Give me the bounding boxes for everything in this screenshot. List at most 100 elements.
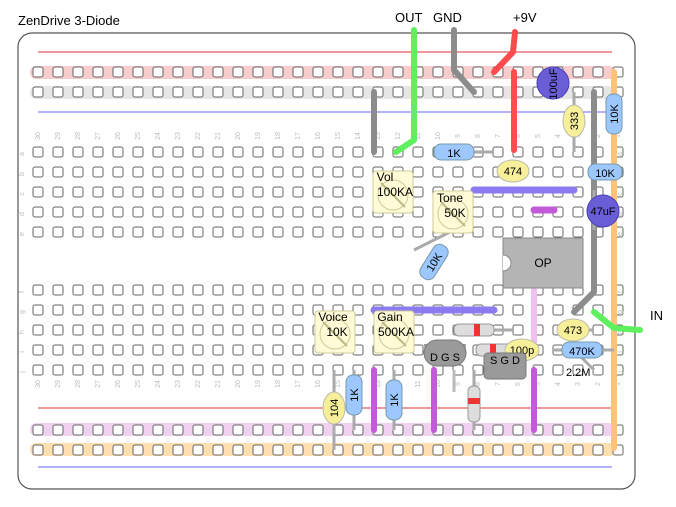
breadboard-hole: [532, 444, 544, 456]
breadboard-hole: [452, 424, 464, 436]
opamp-label: OP: [534, 256, 551, 270]
breadboard-hole: [52, 66, 64, 78]
breadboard-hole: [192, 226, 204, 238]
electrolytic-47uf[interactable]: 47uF: [586, 194, 620, 228]
in-wire[interactable]: [591, 309, 643, 333]
breadboard-hole: [312, 166, 324, 178]
breadboard-hole: [172, 66, 184, 78]
cap-333-label: 333: [569, 112, 581, 130]
resistor-10k-small[interactable]: 10K: [587, 163, 623, 181]
breadboard-hole: [252, 284, 264, 296]
column-number: 25: [135, 380, 142, 388]
breadboard-hole: [132, 324, 144, 336]
breadboard-hole: [252, 344, 264, 356]
breadboard-hole: [472, 284, 484, 296]
breadboard-hole: [272, 66, 284, 78]
electrolytic-100uf[interactable]: 100uF: [536, 66, 570, 100]
column-number: 5: [535, 382, 542, 386]
resistor-1k-top[interactable]: 1K: [433, 143, 475, 161]
breadboard-hole: [352, 86, 364, 98]
breadboard-hole: [112, 166, 124, 178]
jfet-left[interactable]: D G S: [423, 339, 467, 367]
breadboard-hole: [212, 344, 224, 356]
breadboard-hole: [132, 444, 144, 456]
column-number: 4: [555, 134, 562, 138]
r-10k-small-label: 10K: [595, 168, 615, 180]
breadboard-hole: [152, 166, 164, 178]
breadboard-hole: [552, 226, 564, 238]
breadboard-hole: [232, 226, 244, 238]
capacitor-333[interactable]: 333: [562, 104, 586, 138]
column-number: 18: [275, 132, 282, 140]
breadboard-hole: [32, 324, 44, 336]
column-number: 23: [175, 380, 182, 388]
resistor-470k[interactable]: 470K: [561, 341, 603, 359]
breadboard-hole: [412, 166, 424, 178]
jfet-right[interactable]: S G D: [483, 352, 527, 380]
breadboard-hole: [112, 146, 124, 158]
breadboard-hole: [172, 206, 184, 218]
breadboard-hole: [32, 424, 44, 436]
capacitor-104[interactable]: 104: [322, 391, 346, 425]
row-letter: i: [19, 351, 26, 353]
resistor-10k-vertical[interactable]: 10K: [605, 93, 623, 135]
gnd-wire[interactable]: [451, 27, 477, 95]
breadboard-hole: [412, 424, 424, 436]
breadboard-hole: [212, 324, 224, 336]
breadboard-hole: [152, 226, 164, 238]
diode-3[interactable]: [467, 385, 481, 423]
capacitor-473[interactable]: 473: [556, 318, 590, 342]
breadboard-hole: [352, 66, 364, 78]
pot-gain[interactable]: Gain 500KA: [373, 310, 415, 354]
breadboard-hole: [32, 146, 44, 158]
breadboard-hole: [72, 66, 84, 78]
breadboard-hole: [112, 364, 124, 376]
breadboard-hole: [132, 226, 144, 238]
breadboard-hole: [132, 86, 144, 98]
breadboard-hole: [432, 166, 444, 178]
pot-tone[interactable]: Tone 50K: [432, 190, 474, 234]
breadboard-hole: [192, 66, 204, 78]
breadboard-hole: [32, 166, 44, 178]
pot-voice[interactable]: Voice 10K: [314, 310, 356, 354]
column-number: 28: [75, 132, 82, 140]
opamp-ic[interactable]: OP: [502, 237, 584, 289]
breadboard-hole: [112, 86, 124, 98]
resistor-1k-a[interactable]: 1K: [345, 374, 363, 416]
diode-1[interactable]: [453, 323, 495, 337]
pot-vol-value: 100KA: [377, 185, 413, 199]
breadboard-hole: [432, 444, 444, 456]
breadboard-hole: [552, 364, 564, 376]
breadboard-hole: [212, 444, 224, 456]
cap-473-label: 473: [564, 325, 582, 337]
breadboard-hole: [152, 284, 164, 296]
breadboard-hole: [192, 344, 204, 356]
row-letter: c: [617, 192, 624, 196]
breadboard-hole: [212, 86, 224, 98]
r-1k-a-label: 1K: [349, 388, 361, 402]
breadboard-hole: [352, 146, 364, 158]
breadboard-hole: [292, 424, 304, 436]
breadboard-hole: [32, 304, 44, 316]
breadboard-hole: [72, 444, 84, 456]
column-number: 24: [155, 380, 162, 388]
capacitor-474[interactable]: 474: [496, 159, 530, 183]
breadboard-hole: [272, 344, 284, 356]
row-letter: h: [19, 330, 26, 334]
vplus-wire[interactable]: [491, 29, 518, 75]
breadboard-hole: [152, 364, 164, 376]
breadboard-hole: [132, 424, 144, 436]
breadboard-hole: [292, 86, 304, 98]
vplus-label: +9V: [513, 10, 537, 25]
out-wire[interactable]: [393, 27, 417, 155]
resistor-1k-b[interactable]: 1K: [385, 379, 403, 421]
breadboard-hole: [312, 66, 324, 78]
cap-47uf-label: 47uF: [590, 206, 615, 218]
breadboard-hole: [232, 186, 244, 198]
r-1k-b-label: 1K: [389, 393, 401, 407]
breadboard-hole: [332, 166, 344, 178]
breadboard-hole: [132, 66, 144, 78]
pot-vol[interactable]: Vol 100KA: [372, 170, 414, 214]
resistor-10k-diagonal[interactable]: 10K: [417, 242, 451, 283]
breadboard-hole: [172, 166, 184, 178]
